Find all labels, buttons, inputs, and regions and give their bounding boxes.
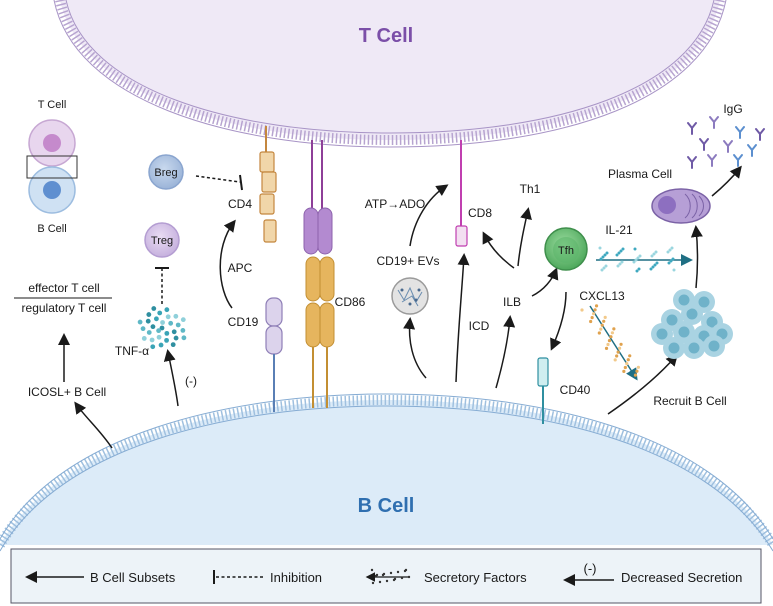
icd-label: ICD	[469, 319, 490, 333]
il21-particles	[598, 246, 676, 273]
arrow-ilb-cd8	[482, 231, 515, 269]
apc-label: APC	[228, 261, 253, 275]
evs-label: CD19+ EVs	[376, 254, 439, 268]
legend-subsets: B Cell Subsets	[90, 570, 176, 585]
arrow-cluster-plasma	[690, 225, 703, 289]
effector-label: effector T cell	[28, 281, 99, 295]
legend-box	[10, 548, 762, 604]
breg-cell	[148, 154, 184, 190]
t-cell-title: T Cell	[359, 25, 413, 47]
il21-label: IL-21	[605, 223, 633, 237]
cd4-receptor	[259, 126, 277, 243]
atp-label: ATP→ADO	[365, 197, 425, 211]
tfh-label: Tfh	[558, 245, 574, 257]
arrow-bcell-tnf	[163, 349, 179, 407]
cd19-label: CD19	[228, 315, 259, 329]
igg-antibodies	[687, 116, 765, 169]
legend-decreased: Decreased Secretion	[621, 570, 742, 585]
cd8-receptor	[455, 140, 468, 247]
cd8-label: CD8	[468, 206, 492, 220]
inset-contact-box	[26, 155, 78, 179]
icosl-label: ICOSL+ B Cell	[28, 385, 106, 399]
legend-minus: (-)	[584, 561, 597, 576]
tnf-label: TNF-α	[115, 344, 149, 358]
plasma-label: Plasma Cell	[608, 167, 672, 181]
cd86-label: CD86	[335, 295, 366, 309]
arrow-recruit	[607, 353, 678, 415]
arrow-evs-atp	[409, 184, 449, 247]
cxcl13-particles	[580, 304, 641, 377]
inset-b-cell-label: B Cell	[37, 223, 66, 235]
arrow-cxcl13	[589, 305, 638, 381]
arrow-cd19-cd4	[219, 219, 236, 309]
recruit-label: Recruit B Cell	[653, 394, 726, 408]
arrow-tfh-cd40	[550, 291, 567, 351]
breg-label: Breg	[154, 167, 177, 179]
tfh-nucleus	[553, 237, 579, 263]
cd40-label: CD40	[560, 383, 591, 397]
decrease-marker: (-)	[185, 374, 197, 388]
arrow-bcell-evs	[403, 317, 427, 379]
legend-inhibition: Inhibition	[270, 570, 322, 585]
arrow-bcell-ilb	[495, 315, 516, 389]
treg-label: Treg	[151, 235, 173, 247]
cd40-receptor	[537, 357, 549, 424]
arrow-bcell-icosl	[74, 401, 113, 449]
arrow-icd-cd8	[455, 253, 470, 383]
inset-b-nucleus	[43, 181, 61, 199]
arrow-plasma-igg	[711, 165, 742, 197]
cd4-label: CD4	[228, 197, 252, 211]
ilb-label: ILB	[503, 295, 521, 309]
b-cell-title: B Cell	[358, 495, 415, 517]
regulatory-label: regulatory T cell	[22, 301, 107, 315]
igg-label: IgG	[723, 102, 742, 116]
b-cell-body	[0, 393, 773, 552]
tnf-alpha-particles	[137, 306, 187, 350]
evs-vesicle	[391, 277, 429, 315]
inset-cells: T Cell B Cell	[26, 99, 78, 235]
legend-secretory-icon	[365, 568, 411, 585]
inset-t-nucleus	[43, 134, 61, 152]
legend-secretory: Secretory Factors	[424, 570, 527, 585]
t-cell-body	[53, 0, 727, 148]
inhibit-bar	[239, 174, 243, 191]
inhibit-breg-cd4	[195, 175, 241, 183]
arrow-ilb-th1	[517, 207, 532, 267]
cd86-complex	[303, 140, 335, 408]
cxcl13-label: CXCL13	[579, 289, 625, 303]
inset-t-cell-label: T Cell	[38, 99, 67, 111]
b-cell-cluster	[651, 289, 733, 359]
plasma-cell	[651, 188, 711, 224]
cd19-receptor	[265, 297, 283, 412]
th1-label: Th1	[520, 182, 541, 196]
arrow-ilb-tfh	[531, 267, 559, 297]
treg-cell	[144, 222, 180, 258]
